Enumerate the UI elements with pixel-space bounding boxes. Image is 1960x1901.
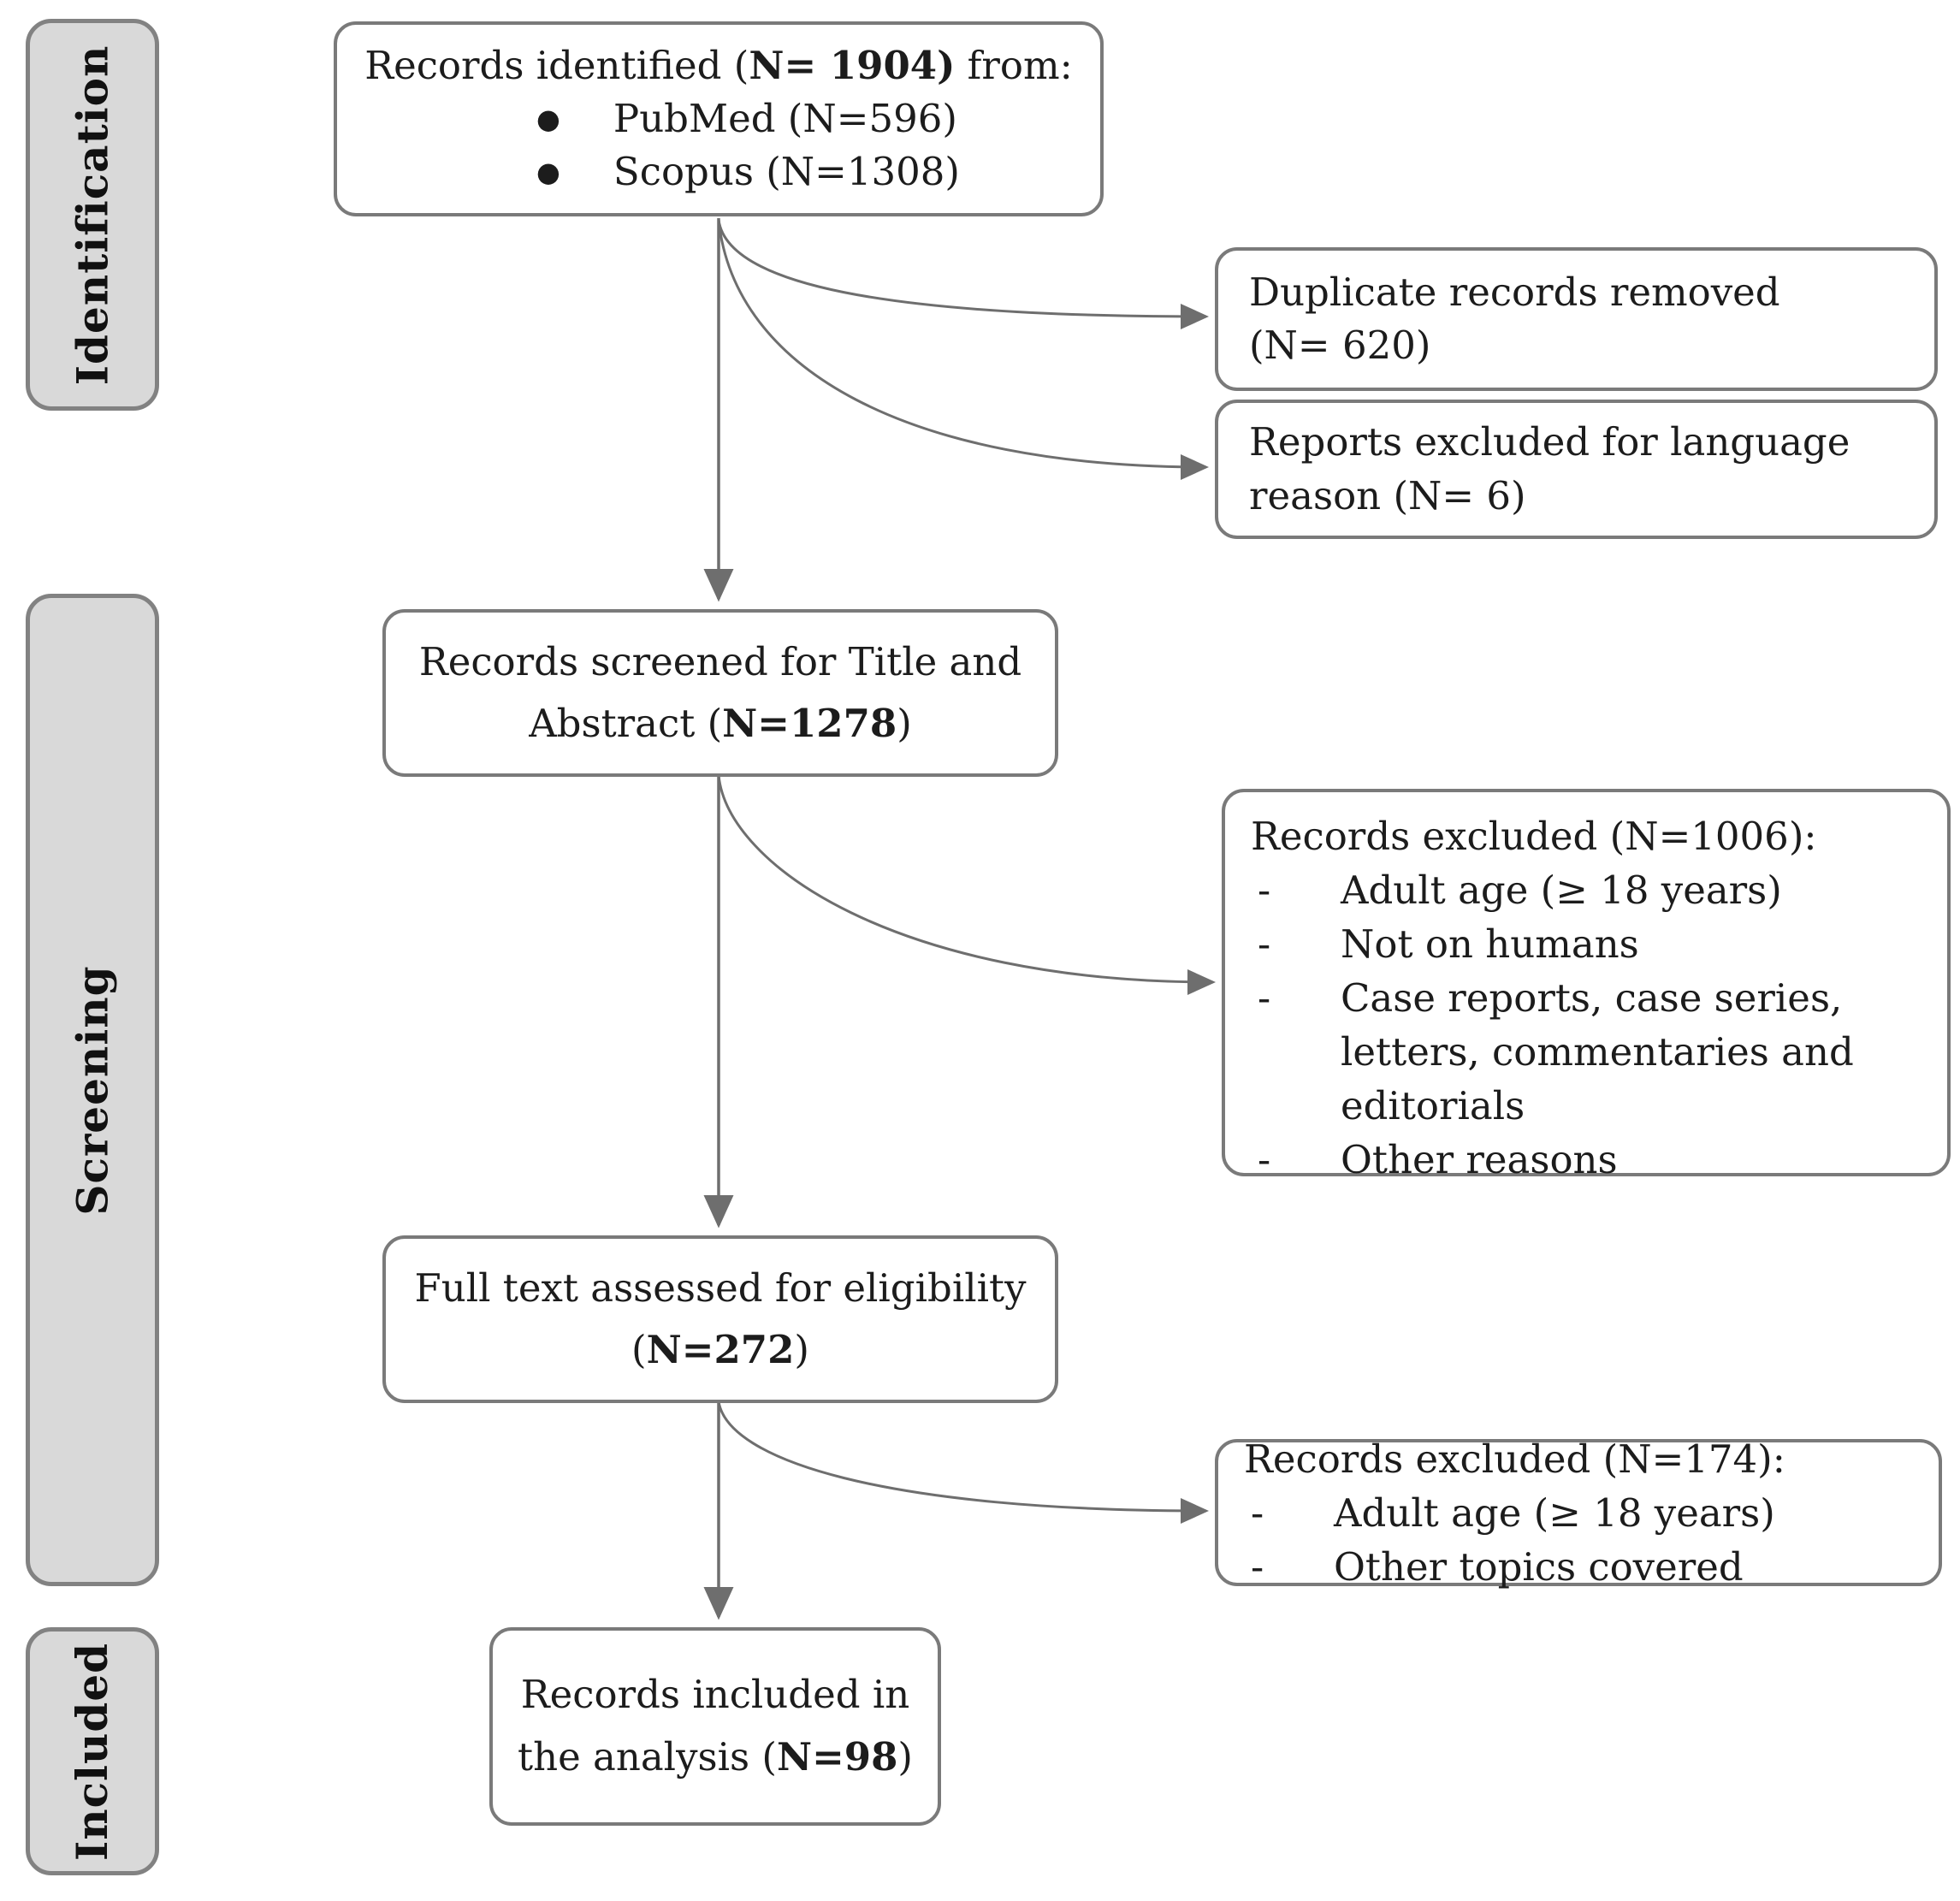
included-line1: Records included in — [520, 1672, 910, 1718]
dash-icon: - — [1251, 1489, 1264, 1536]
arrow-identified-to-duplicates — [717, 219, 1209, 329]
fulltext-line2: (N=272) — [631, 1327, 809, 1372]
arrow-identified-to-language — [717, 219, 1209, 480]
records-identified-title: Records identified (N= 1904) from: — [364, 42, 1073, 88]
excluded-item: - Other topics covered — [1244, 1540, 1913, 1594]
excluded-item: - Adult age (≥ 18 years) — [1251, 863, 1922, 917]
language-line2: reason (N= 6) — [1249, 472, 1526, 518]
fulltext-line1: Full text assessed for eligibility — [414, 1265, 1027, 1311]
box-language-excluded: Reports excluded for language reason (N=… — [1215, 400, 1938, 539]
box-screening-excluded: Records excluded (N=1006): - Adult age (… — [1222, 789, 1951, 1182]
screened-line1: Records screened for Title and — [418, 639, 1022, 684]
dash-icon: - — [1251, 1543, 1264, 1590]
arrow-fulltext-to-excluded — [717, 1401, 1209, 1524]
box-records-included: Records included in the analysis (N=98) — [489, 1627, 941, 1826]
stage-identification: Identification — [26, 19, 159, 411]
duplicates-line2: (N= 620) — [1249, 323, 1431, 368]
box-records-identified: Records identified (N= 1904) from: ● Pub… — [334, 21, 1104, 216]
screening-excluded-title: Records excluded (N=1006): — [1251, 814, 1817, 859]
stage-screening-label: Screening — [67, 964, 118, 1216]
bullet-icon: ● — [536, 156, 560, 189]
fulltext-excluded-title: Records excluded (N=174): — [1244, 1436, 1785, 1482]
bullet-icon: ● — [536, 102, 560, 135]
source-scopus: ● Scopus (N=1308) — [536, 145, 1079, 198]
dash-icon: - — [1258, 1137, 1271, 1182]
excluded-item: - Not on humans — [1251, 917, 1922, 971]
source-pubmed: ● PubMed (N=596) — [536, 92, 1079, 145]
source-scopus-label: Scopus (N=1308) — [613, 149, 960, 195]
language-line1: Reports excluded for language — [1249, 419, 1850, 465]
stage-identification-label: Identification — [67, 44, 118, 385]
arrow-screened-to-excluded — [717, 774, 1216, 995]
source-pubmed-label: PubMed (N=596) — [613, 95, 957, 141]
stage-screening: Screening — [26, 594, 159, 1586]
box-duplicates-removed: Duplicate records removed (N= 620) — [1215, 247, 1938, 391]
box-records-screened: Records screened for Title and Abstract … — [382, 609, 1058, 777]
box-fulltext-excluded: Records excluded (N=174): - Adult age (≥… — [1215, 1436, 1942, 1590]
dash-icon: - — [1258, 975, 1271, 1021]
screened-line2: Abstract (N=1278) — [529, 701, 912, 746]
box-fulltext-assessed: Full text assessed for eligibility (N=27… — [382, 1235, 1058, 1403]
dash-icon: - — [1258, 921, 1271, 967]
excluded-item: - Case reports, case series, letters, co… — [1251, 971, 1922, 1133]
excluded-item: - Adult age (≥ 18 years) — [1244, 1486, 1913, 1540]
stage-included: Included — [26, 1627, 159, 1875]
excluded-item: - Other reasons — [1251, 1133, 1922, 1187]
stage-included-label: Included — [67, 1642, 118, 1861]
dash-icon: - — [1258, 868, 1271, 913]
duplicates-line1: Duplicate records removed — [1249, 269, 1780, 315]
included-line2: the analysis (N=98) — [518, 1734, 913, 1780]
